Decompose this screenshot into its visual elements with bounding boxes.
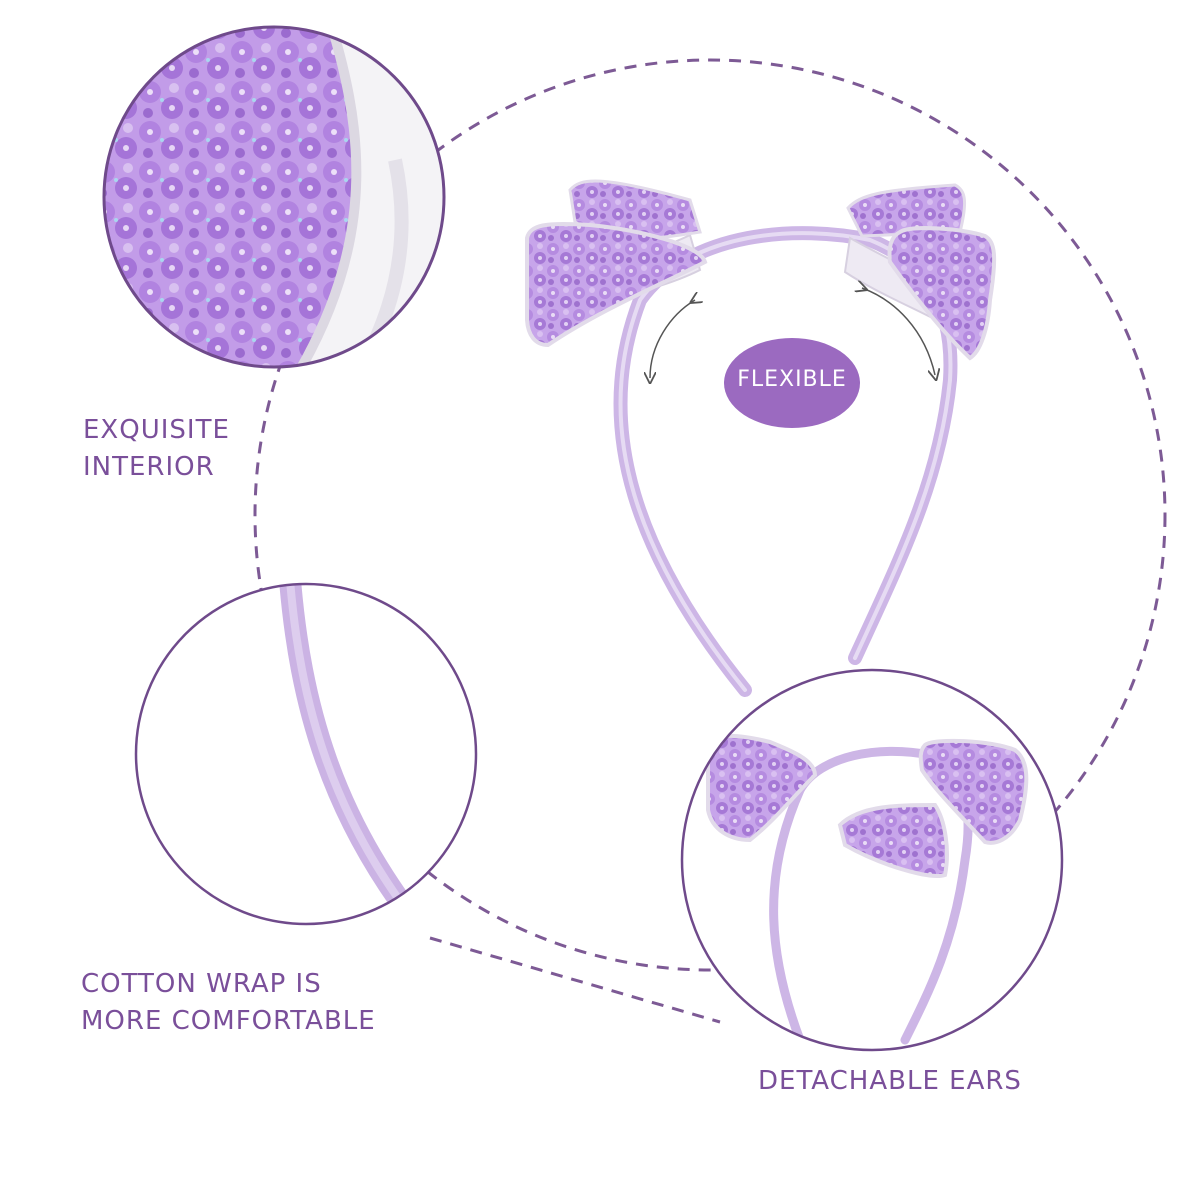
flexible-label: FLEXIBLE (737, 367, 847, 392)
ear-detached (837, 802, 949, 878)
label-cotton-wrap: COTTON WRAP IS MORE COMFORTABLE (81, 966, 376, 1040)
ear-back-right (846, 183, 967, 238)
label-detachable-ears: DETACHABLE EARS (758, 1066, 1022, 1096)
label-line: MORE COMFORTABLE (81, 1006, 376, 1036)
curved-arrow-icon (862, 288, 935, 375)
dashed-outline-circle (253, 58, 1167, 972)
ear-front-right (887, 226, 997, 361)
ear-front-left (525, 221, 708, 348)
dashed-leader-line (429, 936, 721, 1024)
label-exquisite-interior: EXQUISITE INTERIOR (83, 412, 230, 486)
ear-attached-left (706, 733, 818, 843)
label-line: COTTON WRAP IS (81, 969, 322, 999)
cotton-wrap-closeup (134, 582, 478, 926)
headband-main (525, 179, 997, 697)
flexible-badge (724, 338, 860, 428)
label-line: EXQUISITE (83, 415, 230, 445)
curved-arrow-icon (650, 300, 695, 378)
ear-attached-right (918, 738, 1029, 845)
label-line: INTERIOR (83, 452, 215, 482)
interior-closeup (102, 25, 446, 369)
detachable-ears-closeup (680, 668, 1064, 1052)
